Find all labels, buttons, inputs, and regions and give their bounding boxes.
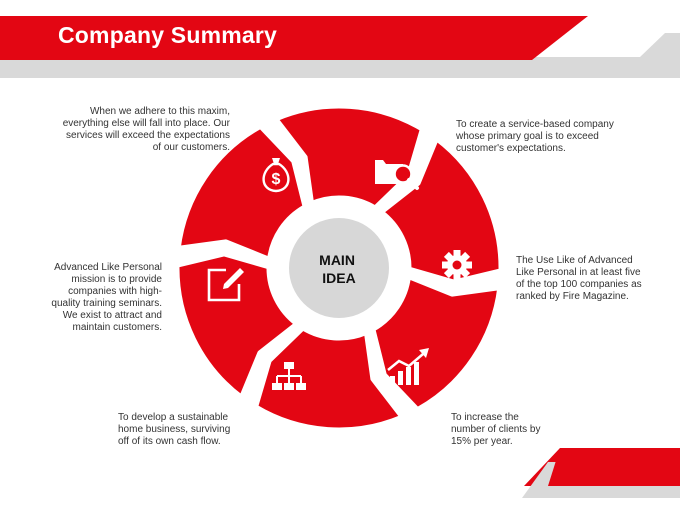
note-right: The Use Like of Advanced Like Personal i… xyxy=(516,255,642,302)
banner-shape xyxy=(0,16,680,78)
header-banner: Company Summary xyxy=(0,0,680,80)
note-bottom-right: To increase the number of clients by 15%… xyxy=(451,412,541,447)
segment-bottom-left xyxy=(174,251,300,400)
center-label-line2: IDEA xyxy=(322,270,355,286)
growth-chart-icon xyxy=(387,348,429,385)
svg-text:$: $ xyxy=(272,171,281,188)
folder-search-icon xyxy=(375,160,419,190)
note-left: Advanced Like Personal mission is to pro… xyxy=(51,262,162,333)
money-bag-icon: $ xyxy=(262,158,290,193)
note-top-left: When we adhere to this maxim, everything… xyxy=(62,106,230,153)
segment-top-right xyxy=(378,136,504,285)
edit-note-icon xyxy=(207,268,244,302)
note-bottom-left: To develop a sustainable home business, … xyxy=(118,412,231,447)
center-label-line1: MAIN xyxy=(319,252,355,268)
gear-icon xyxy=(442,250,472,280)
segment-right xyxy=(370,274,503,413)
org-chart-icon xyxy=(272,362,306,390)
center-circle xyxy=(289,218,389,318)
segment-bottom-right xyxy=(253,325,405,433)
note-top-right: To create a service-based company whose … xyxy=(456,119,614,154)
page-title: Company Summary xyxy=(58,22,278,48)
svg-text:MAIN IDEA: MAIN IDEA xyxy=(319,252,359,286)
